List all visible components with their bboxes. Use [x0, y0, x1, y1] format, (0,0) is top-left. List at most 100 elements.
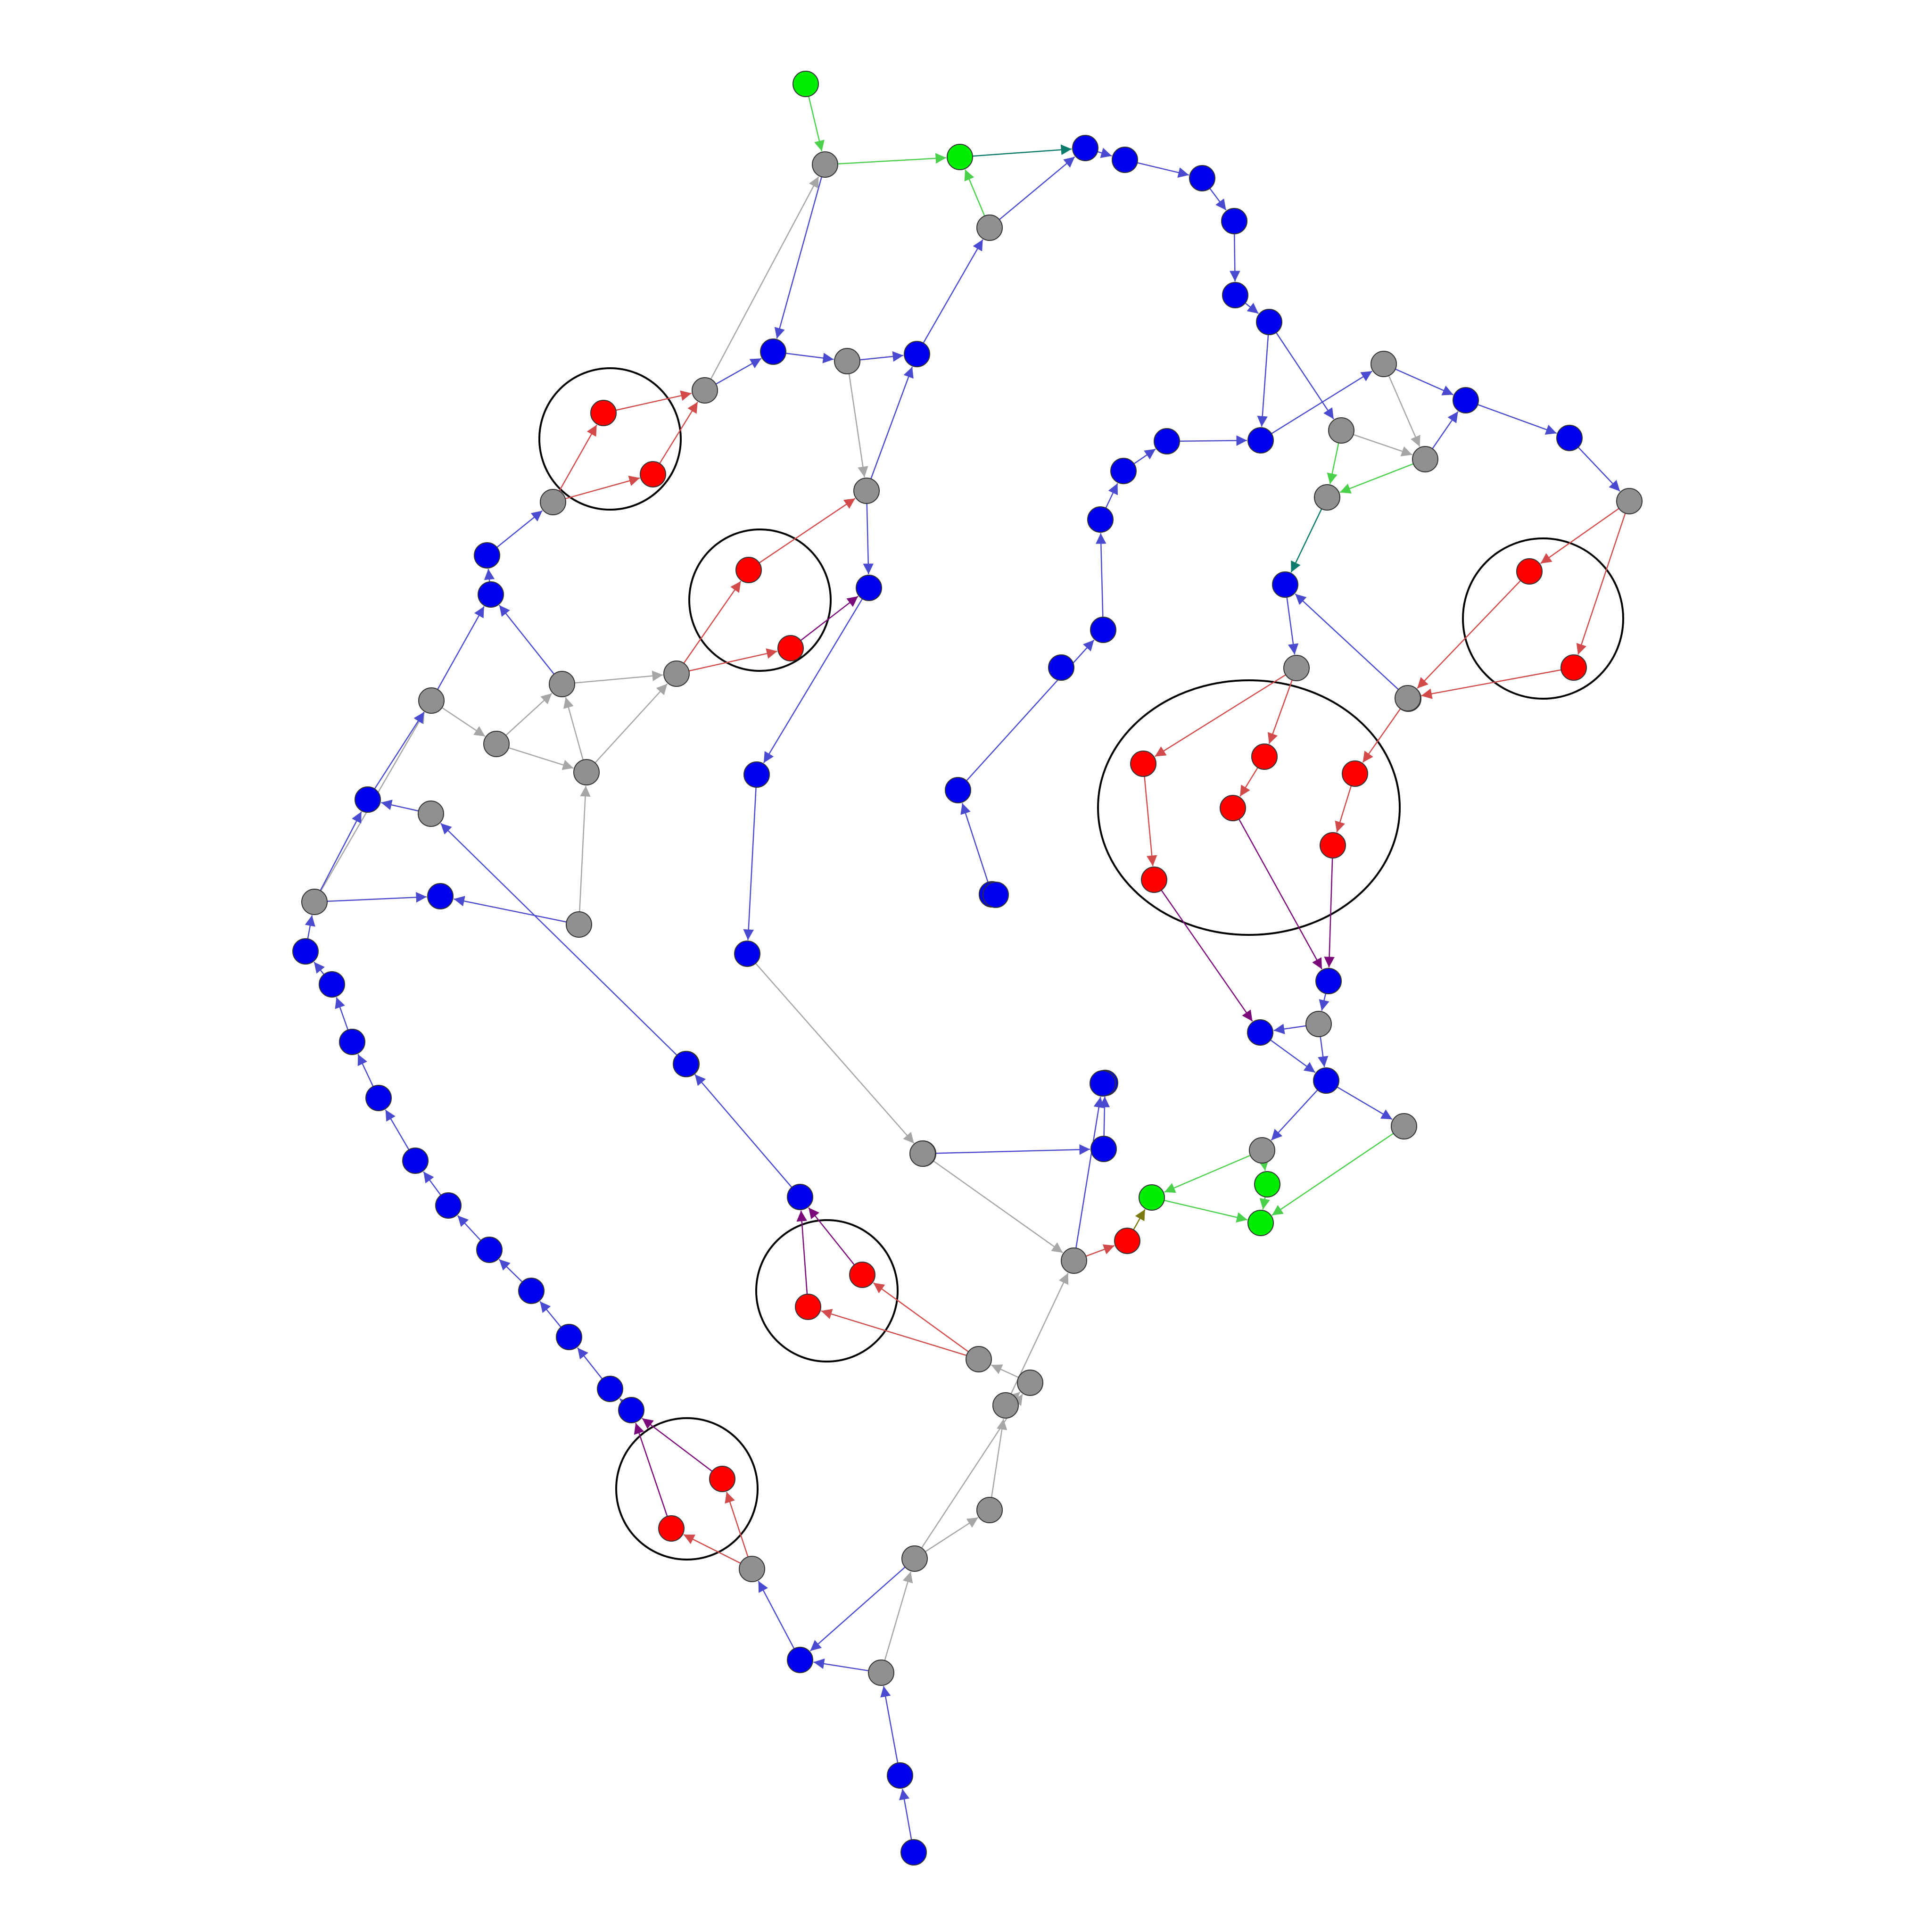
edge-gray [594, 683, 668, 763]
cluster-circle [688, 528, 832, 672]
node-blue [1112, 147, 1138, 173]
node-red [1320, 832, 1346, 859]
edge-blue [758, 1581, 795, 1649]
node-red [1516, 558, 1543, 585]
edge-green [808, 96, 825, 152]
edge-blue [966, 639, 1095, 781]
node-gray [301, 889, 328, 915]
node-gray [853, 478, 880, 504]
edge-purple [1238, 818, 1323, 970]
edge-blue [1295, 593, 1399, 690]
node-blue [760, 339, 786, 365]
edge-red [1335, 785, 1352, 833]
edge-layer [305, 96, 1626, 1840]
node-blue [1189, 165, 1215, 191]
node-gray [1017, 1370, 1043, 1396]
node-blue [1221, 208, 1247, 234]
node-gray [976, 215, 1003, 241]
node-blue [1087, 506, 1114, 533]
edge-blue [1337, 1086, 1393, 1120]
node-blue [1222, 282, 1248, 308]
edge-blue [1477, 404, 1557, 435]
node-red [1560, 654, 1587, 681]
cluster-layer [538, 367, 1624, 1560]
node-gray [1395, 685, 1421, 711]
node-blue [904, 341, 930, 367]
edge-blue [813, 1658, 869, 1672]
cluster-circle [755, 1219, 899, 1362]
node-gray [739, 1556, 765, 1582]
edge-blue [381, 800, 419, 812]
edge-red [1421, 669, 1561, 699]
node-blue [856, 575, 882, 601]
edge-purple [808, 1207, 855, 1265]
edge-green [1339, 463, 1414, 494]
edge-blue [577, 1347, 603, 1379]
edge-red [683, 1534, 741, 1564]
node-red [590, 400, 617, 426]
edge-blue [960, 803, 989, 883]
edge-blue [694, 1074, 793, 1188]
edge-teal [1290, 508, 1322, 573]
node-red [777, 635, 804, 661]
node-blue [435, 1192, 462, 1219]
edge-red [1085, 1244, 1115, 1257]
edge-red [559, 424, 597, 492]
edge-red [1144, 776, 1157, 867]
edge-gray [884, 1571, 913, 1661]
node-gray [834, 348, 860, 374]
edge-red [689, 648, 777, 672]
node-blue [597, 1376, 623, 1402]
node-gray [1314, 484, 1340, 511]
node-blue [518, 1278, 545, 1304]
edge-red [683, 581, 742, 664]
cluster-circle [615, 1417, 759, 1560]
edge-blue [305, 915, 315, 939]
node-layer [292, 71, 1643, 1866]
edge-red [873, 1282, 969, 1353]
edge-gray [505, 693, 553, 736]
node-red [795, 1294, 821, 1320]
edge-blue [1099, 1096, 1110, 1137]
node-blue [1315, 968, 1342, 994]
edge-blue [320, 811, 362, 891]
edge-blue [423, 1171, 442, 1196]
node-blue [427, 883, 454, 909]
edge-blue [899, 1789, 912, 1840]
edge-purple [634, 1423, 668, 1517]
edge-red [1576, 513, 1626, 655]
edge-green [1259, 1197, 1270, 1210]
node-gray [1371, 351, 1397, 377]
node-blue [743, 761, 770, 788]
node-gray [1391, 1113, 1417, 1139]
cluster-circle [1462, 537, 1624, 700]
edge-blue [327, 892, 427, 903]
node-blue [474, 542, 500, 569]
edge-green [837, 153, 947, 165]
edge-gray [991, 1364, 1019, 1378]
edge-gray [574, 670, 663, 684]
node-blue [787, 1647, 813, 1673]
edge-blue [498, 1259, 523, 1282]
edge-blue [1105, 483, 1118, 509]
edge-red [565, 475, 640, 500]
edge-blue [1179, 435, 1247, 446]
node-gray [1305, 1011, 1332, 1037]
node-blue [1090, 1136, 1117, 1162]
edge-blue [1577, 446, 1621, 492]
edge-gray [563, 697, 584, 760]
edge-blue [357, 1054, 374, 1087]
edge-red [1362, 708, 1401, 763]
node-blue [1072, 135, 1098, 161]
edge-blue [785, 353, 834, 363]
node-blue [1247, 1019, 1273, 1046]
edge-blue [809, 1566, 906, 1651]
edge-gray [1388, 375, 1420, 447]
node-gray [1616, 488, 1643, 514]
edge-blue [1097, 148, 1112, 158]
edge-blue [1075, 1097, 1104, 1248]
node-red [1220, 795, 1246, 821]
node-red [658, 1515, 685, 1542]
edge-blue [1257, 334, 1269, 427]
node-blue [1110, 458, 1137, 484]
